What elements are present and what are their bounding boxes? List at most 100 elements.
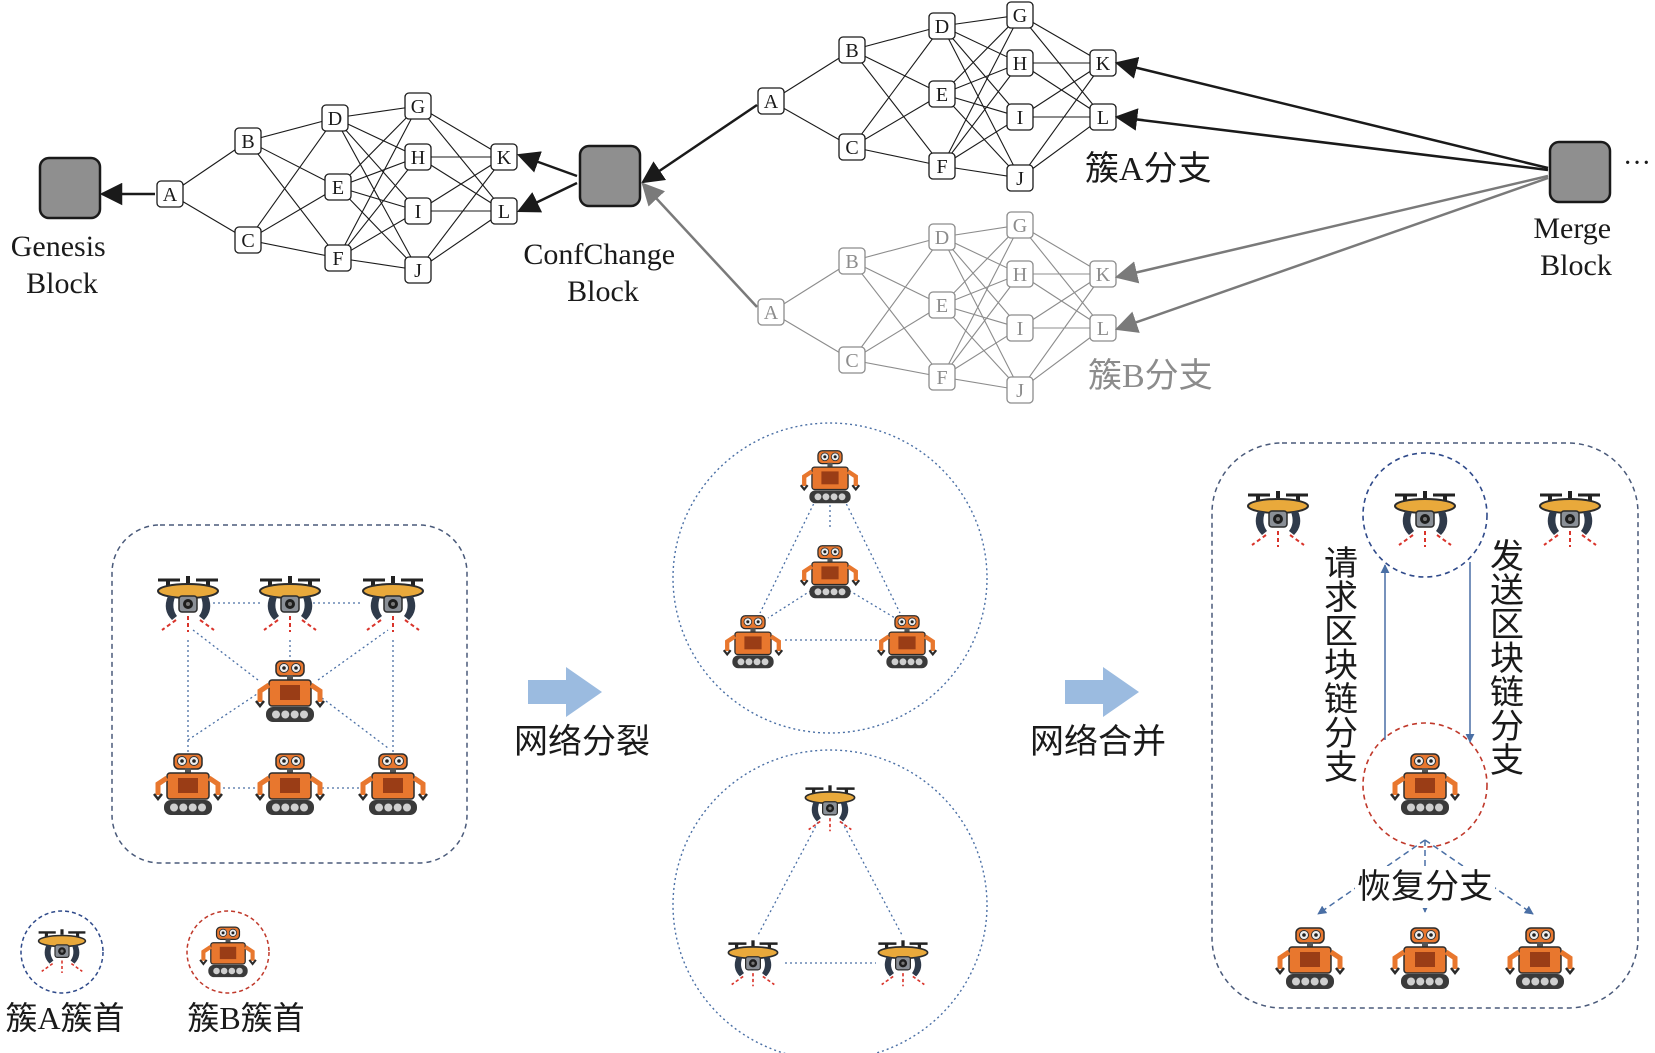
branchA-node-box xyxy=(838,36,866,64)
branchA-node-label: I xyxy=(1017,107,1024,129)
branchA-edge xyxy=(1019,116,1104,179)
branchB-edge xyxy=(1019,273,1104,329)
chain1-edge xyxy=(417,156,505,212)
branchB-node-label: H xyxy=(1013,264,1027,286)
branchB-node-box xyxy=(838,346,866,374)
branchB-edge xyxy=(941,236,1021,329)
branchA-node-label: A xyxy=(764,91,779,113)
robot-icon xyxy=(801,451,859,503)
branchA-edge xyxy=(941,14,1021,95)
drone-icon xyxy=(1246,489,1310,549)
chain1-edge xyxy=(334,105,419,119)
branchB-node-label: G xyxy=(1013,215,1027,237)
chain1-node-label: J xyxy=(414,260,422,282)
branchB-node-label: D xyxy=(935,227,949,249)
arrow-merge-to-branchA-K xyxy=(1114,56,1549,170)
chain1-node-box xyxy=(404,197,432,225)
chain1-node-label: G xyxy=(411,96,425,118)
drone-icon xyxy=(156,574,220,634)
branchB-edge xyxy=(1019,224,1104,275)
cluster-a-circle xyxy=(672,749,988,1053)
branchB-node-label: I xyxy=(1017,318,1024,340)
branchB-edge xyxy=(851,236,943,262)
branchB-node-label: J xyxy=(1016,380,1024,402)
branchB-node-label: A xyxy=(764,302,779,324)
branchA-node-box xyxy=(928,152,956,180)
robot-icon xyxy=(1391,928,1459,989)
branchB-node-label: L xyxy=(1097,318,1109,340)
chain1-node-label: B xyxy=(241,131,254,153)
branchB-node-label: K xyxy=(1096,264,1111,286)
chain1-edge xyxy=(247,239,339,259)
branchA-edge xyxy=(941,93,1021,179)
branchA-node-label: B xyxy=(845,40,858,62)
robot-icon xyxy=(1391,754,1459,815)
recover-label-bg xyxy=(1355,866,1495,908)
chain1-edge xyxy=(247,140,339,188)
robot-icon xyxy=(154,754,222,815)
branchA-node-box xyxy=(1006,103,1034,131)
drone-icon xyxy=(727,939,779,988)
drone-icon xyxy=(877,939,929,988)
chain1-edge xyxy=(337,105,419,259)
branchB-node-box xyxy=(757,298,785,326)
chain1-edge xyxy=(247,117,336,142)
chain1-node-box xyxy=(321,104,349,132)
chain1-node-label: K xyxy=(497,147,512,169)
robot-icon xyxy=(1276,928,1344,989)
merge-block-label: Merge Block xyxy=(1533,212,1618,282)
branchB-node-box xyxy=(1006,211,1034,239)
branchA-edge xyxy=(1019,14,1104,64)
legend-cluster-b-circle xyxy=(186,910,270,994)
cluster-a-head-marker xyxy=(1362,452,1488,578)
chain1-node-label: H xyxy=(411,147,425,169)
recover-branch-label: 恢复分支 xyxy=(1357,868,1493,906)
request-branch-label: 请求区块链分支 xyxy=(1324,546,1358,787)
chain1-node-box xyxy=(156,180,184,208)
chain1-edge xyxy=(334,117,419,212)
chain1-node-label: E xyxy=(332,177,344,199)
arrow-chain1K-to-confchange xyxy=(516,151,578,178)
chain1-node-box xyxy=(324,244,352,272)
drone-icon xyxy=(258,574,322,634)
branchB-edge xyxy=(851,304,943,361)
legend-cluster-b-head: 簇B簇首 xyxy=(187,1000,304,1036)
branchA-node-label: F xyxy=(936,156,947,178)
robot-icon xyxy=(256,754,324,815)
branchA-node-label: L xyxy=(1097,107,1109,129)
branchA-edge xyxy=(941,62,1021,167)
chain1-edge xyxy=(247,186,339,241)
chain1-node-box xyxy=(404,92,432,120)
continuation-ellipsis: ··· xyxy=(1623,148,1651,179)
robot-icon xyxy=(200,927,256,977)
branchA-edge xyxy=(941,25,1021,118)
cluster-b-circle xyxy=(672,422,988,734)
chain1-edge xyxy=(337,156,419,259)
branchB-edge xyxy=(941,224,1021,378)
branchA-edge xyxy=(851,25,943,148)
branchA-node-box xyxy=(928,80,956,108)
arrow-chain1L-to-confchange xyxy=(516,181,578,213)
chain1-edge xyxy=(337,105,419,188)
confchange-block-square xyxy=(578,144,642,208)
chain1-edge xyxy=(417,105,505,212)
merged-network-box xyxy=(1211,442,1639,1009)
chain1-node-box xyxy=(324,173,352,201)
chain1-node-box xyxy=(234,127,262,155)
branchB-edge xyxy=(851,260,943,378)
chain1-node-label: D xyxy=(328,108,342,130)
branchB-edge xyxy=(851,359,943,378)
merge-label: 网络合并 xyxy=(1030,723,1166,761)
chain1-node-box xyxy=(404,143,432,171)
branchB-node-label: C xyxy=(845,350,858,372)
drone-icon xyxy=(37,928,87,975)
chain1-node-label: F xyxy=(332,248,343,270)
branch-a-label: 簇A分支 xyxy=(1085,150,1212,188)
branchB-node-box xyxy=(928,363,956,391)
arrow-branchB-to-confchange xyxy=(641,182,758,308)
drone-icon xyxy=(1538,489,1602,549)
branchA-edge xyxy=(851,146,943,167)
chain1-edge xyxy=(334,117,419,158)
branchA-node-box xyxy=(838,133,866,161)
